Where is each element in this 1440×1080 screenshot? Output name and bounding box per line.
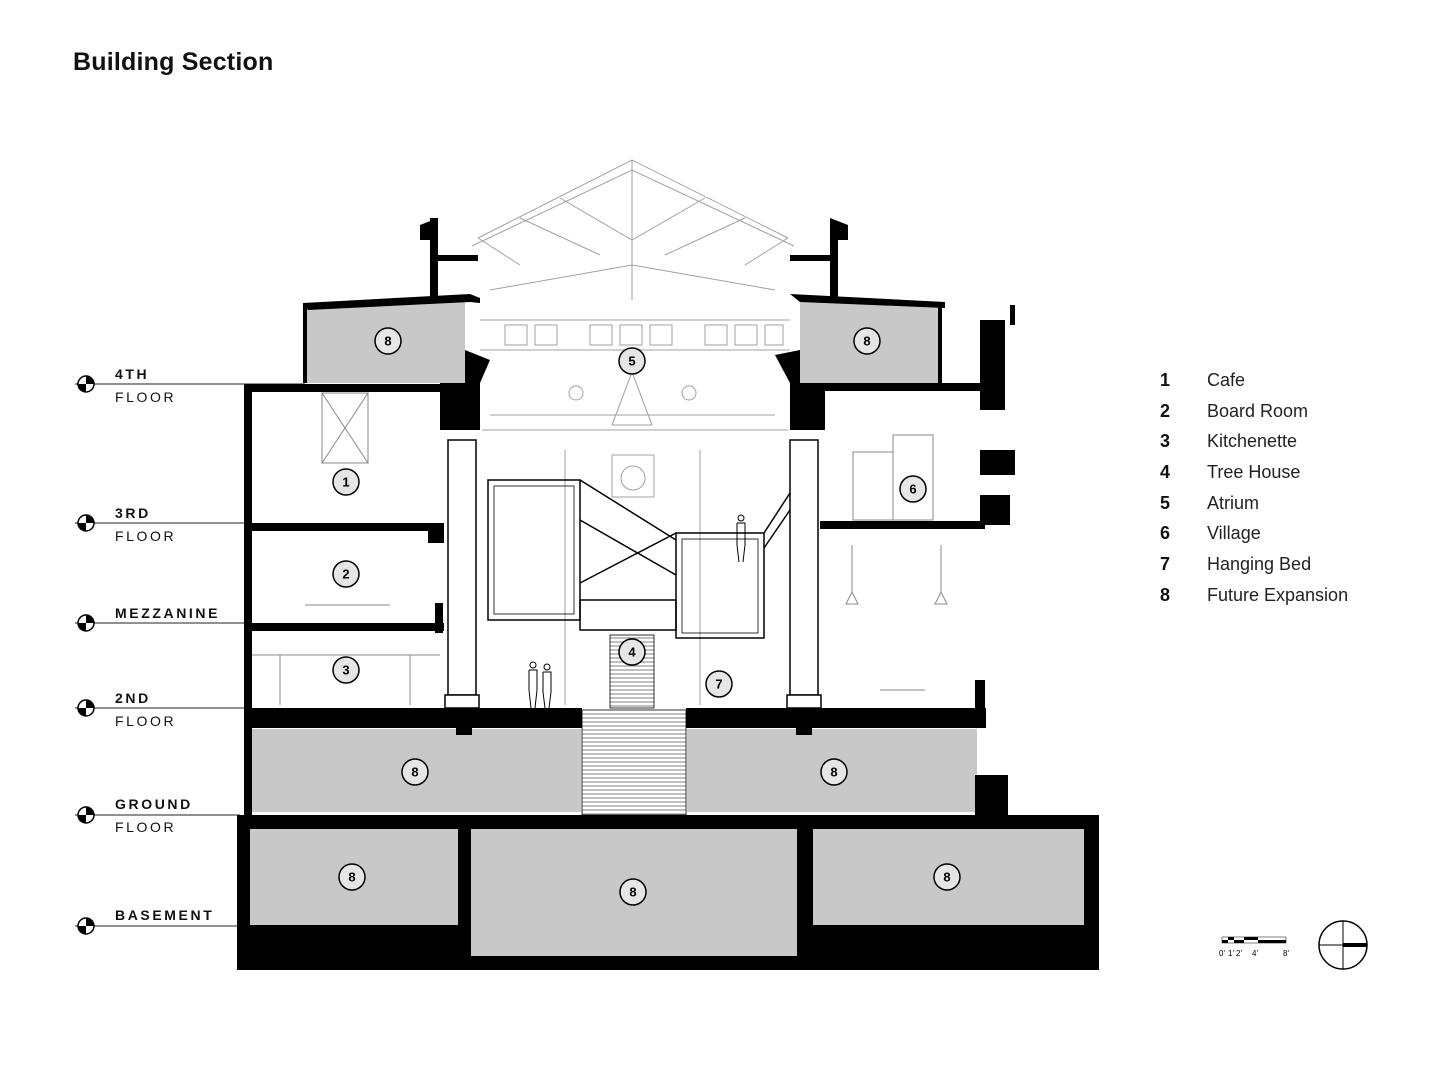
room-number: 8 bbox=[348, 870, 355, 885]
legend-item: 5 Atrium bbox=[1160, 488, 1348, 519]
legend-label: Village bbox=[1207, 523, 1261, 544]
room-number-marker: 6 bbox=[899, 475, 927, 503]
level-sub: FLOOR bbox=[115, 819, 177, 835]
level-name: GROUND bbox=[115, 796, 193, 812]
room-number: 8 bbox=[384, 334, 391, 349]
scale-bar-labels: 0' 1' 2' 4' 8' bbox=[1219, 949, 1289, 958]
room-number: 8 bbox=[629, 885, 636, 900]
section-symbol-icon bbox=[1318, 920, 1368, 970]
legend-num: 6 bbox=[1160, 523, 1171, 544]
datum-marker-icon bbox=[77, 806, 95, 824]
room-number-marker: 3 bbox=[332, 656, 360, 684]
legend-num: 5 bbox=[1160, 492, 1171, 513]
scale-tick: 8' bbox=[1283, 949, 1289, 958]
scale-tick: 2' bbox=[1236, 949, 1242, 958]
legend-label: Board Room bbox=[1207, 400, 1309, 421]
room-number-marker: 8 bbox=[619, 878, 647, 906]
room-number: 5 bbox=[628, 354, 635, 369]
room-number: 7 bbox=[715, 677, 722, 692]
room-number-marker: 1 bbox=[332, 468, 360, 496]
datum-marker-icon bbox=[77, 514, 95, 532]
legend-label: Hanging Bed bbox=[1207, 553, 1312, 574]
legend-num: 8 bbox=[1160, 584, 1171, 605]
room-number-marker: 8 bbox=[374, 327, 402, 355]
datum-marker-icon bbox=[77, 614, 95, 632]
legend-num: 3 bbox=[1160, 431, 1171, 452]
legend-item: 7 Hanging Bed bbox=[1160, 549, 1348, 580]
datum-marker-icons bbox=[77, 375, 95, 935]
legend-num: 4 bbox=[1160, 461, 1171, 482]
legend-label: Atrium bbox=[1207, 492, 1260, 513]
datum-marker-icon bbox=[77, 699, 95, 717]
room-number: 2 bbox=[342, 567, 349, 582]
scale-tick: 1' bbox=[1228, 949, 1234, 958]
stairs bbox=[581, 634, 687, 816]
page-title: Building Section bbox=[73, 48, 274, 76]
level-sub: FLOOR bbox=[115, 713, 177, 729]
legend-item: 1 Cafe bbox=[1160, 365, 1348, 396]
room-number-marker: 7 bbox=[705, 670, 733, 698]
room-number-marker: 8 bbox=[401, 758, 429, 786]
level-name: 4TH bbox=[115, 366, 150, 382]
room-number-marker: 8 bbox=[820, 758, 848, 786]
legend: 1 Cafe 2 Board Room 3 Kitchenette 4 Tree Hou… bbox=[1160, 365, 1348, 611]
tree-house bbox=[487, 479, 791, 639]
room-markers: 8 8 5 1 6 2 3 4 7 8 8 8 8 8 bbox=[332, 327, 961, 906]
room-number: 4 bbox=[628, 645, 636, 660]
legend-num: 2 bbox=[1160, 400, 1171, 421]
room-number: 8 bbox=[943, 870, 950, 885]
level-sub: FLOOR bbox=[115, 528, 177, 544]
room-number-marker: 5 bbox=[618, 347, 646, 375]
legend-num: 7 bbox=[1160, 553, 1171, 574]
legend-item: 2 Board Room bbox=[1160, 396, 1348, 427]
datum-marker-icon bbox=[77, 917, 95, 935]
scale-bar bbox=[1221, 936, 1287, 944]
room-number: 8 bbox=[411, 765, 418, 780]
columns bbox=[444, 439, 822, 709]
level-sub: FLOOR bbox=[115, 389, 177, 405]
stair-treads bbox=[582, 637, 686, 815]
legend-label: Cafe bbox=[1207, 369, 1246, 390]
room-details bbox=[252, 392, 948, 705]
people-silhouettes bbox=[528, 514, 746, 709]
legend-item: 8 Future Expansion bbox=[1160, 580, 1348, 611]
legend-item: 4 Tree House bbox=[1160, 457, 1348, 488]
structure-walls bbox=[237, 218, 1099, 970]
scale-tick: 0' bbox=[1219, 949, 1225, 958]
legend-label: Future Expansion bbox=[1207, 584, 1349, 605]
legend-num: 1 bbox=[1160, 369, 1171, 390]
legend-item: 3 Kitchenette bbox=[1160, 426, 1348, 457]
room-number: 8 bbox=[830, 765, 837, 780]
room-number-marker: 8 bbox=[933, 863, 961, 891]
level-name: 3RD bbox=[115, 505, 151, 521]
room-number-marker: 4 bbox=[618, 638, 646, 666]
level-name: MEZZANINE bbox=[115, 605, 221, 621]
room-number-marker: 8 bbox=[853, 327, 881, 355]
atrium-roof-lines bbox=[471, 159, 795, 705]
scale-tick: 4' bbox=[1252, 949, 1258, 958]
future-expansion-areas bbox=[250, 300, 1084, 956]
level-name: BASEMENT bbox=[115, 907, 215, 923]
level-name: 2ND bbox=[115, 690, 151, 706]
room-number: 8 bbox=[863, 334, 870, 349]
room-number: 6 bbox=[909, 482, 916, 497]
datum-marker-icon bbox=[77, 375, 95, 393]
legend-label: Kitchenette bbox=[1207, 431, 1298, 452]
room-number: 3 bbox=[342, 663, 349, 678]
legend-item: 6 Village bbox=[1160, 518, 1348, 549]
room-number: 1 bbox=[342, 475, 349, 490]
room-number-marker: 8 bbox=[338, 863, 366, 891]
room-number-marker: 2 bbox=[332, 560, 360, 588]
legend-label: Tree House bbox=[1207, 461, 1301, 482]
